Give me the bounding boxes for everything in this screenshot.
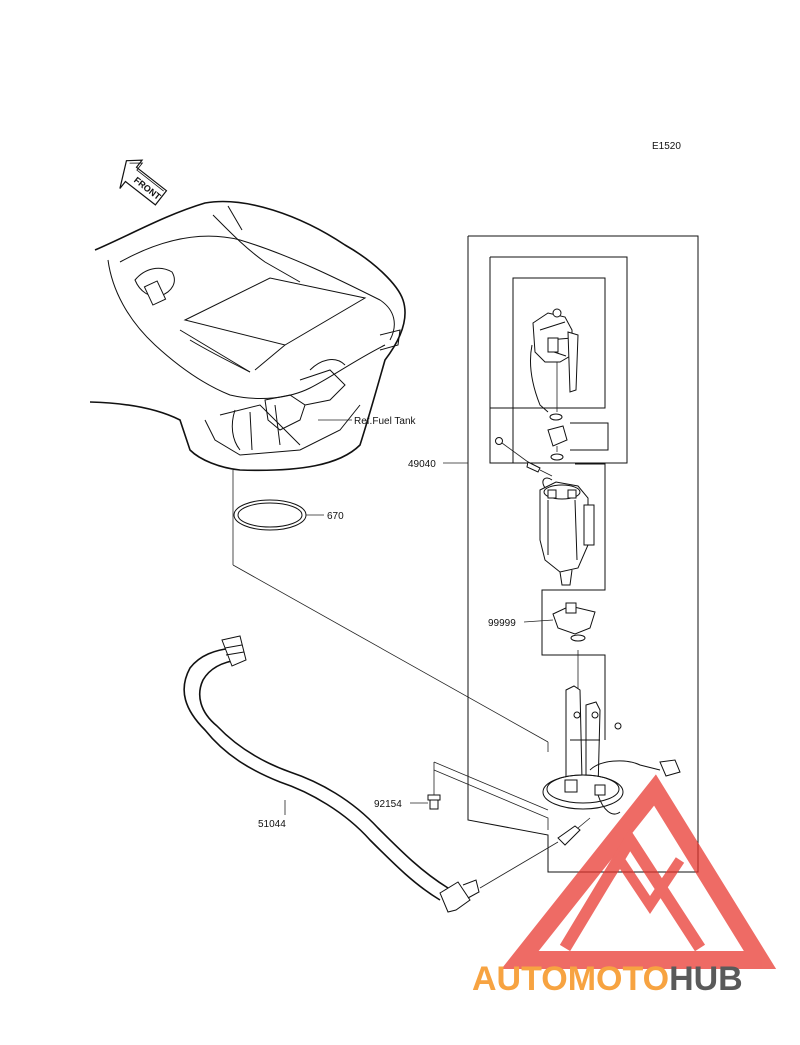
part-label-92154: 92154 <box>374 799 402 810</box>
fuel-pump-body <box>539 477 595 586</box>
diagram-code: E1520 <box>652 141 681 152</box>
fuel-filter <box>552 602 596 642</box>
bolt <box>427 794 441 810</box>
front-arrow-icon: FRONT <box>119 159 168 206</box>
fuel-sender-unit <box>529 308 579 413</box>
watermark-part2: HUB <box>669 960 743 998</box>
fuel-hose <box>183 635 480 913</box>
gasket-ring <box>233 499 307 531</box>
ref-fuel-tank-label: Ref.Fuel Tank <box>354 416 417 427</box>
part-label-49040: 49040 <box>408 459 436 470</box>
pump-base-plate <box>542 685 681 815</box>
watermark-part1: AUTOMOTO <box>472 960 669 998</box>
part-label-99999: 99999 <box>488 618 516 629</box>
watermark-logo <box>501 774 777 969</box>
part-label-670: 670 <box>327 511 344 522</box>
part-label-51044: 51044 <box>258 819 286 830</box>
fuel-tank <box>89 200 406 472</box>
watermark-text: AUTOMOTOHUB <box>472 960 743 998</box>
